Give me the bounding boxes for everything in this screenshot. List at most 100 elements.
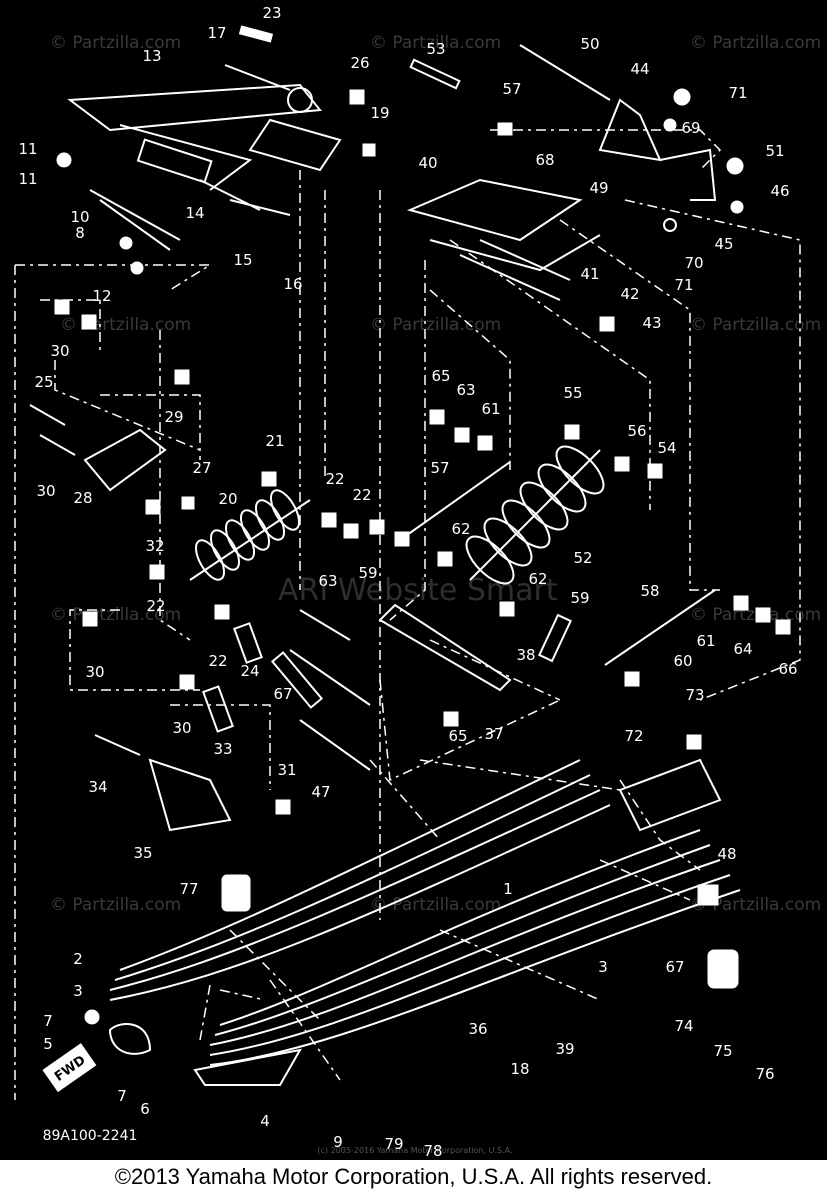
callout-number: 37 [484, 725, 503, 743]
callout-number: 72 [624, 727, 643, 745]
callout-number: 19 [370, 104, 389, 122]
callout-number: 21 [265, 432, 284, 450]
callout-number: 64 [733, 640, 752, 658]
callout-number: 24 [240, 662, 259, 680]
callout-number: 43 [642, 314, 661, 332]
callout-number: 56 [627, 422, 646, 440]
parts-layer: FWD 89A100-2241 [29, 25, 791, 1144]
callout-number: 30 [36, 482, 55, 500]
callout-number: 7 [117, 1087, 127, 1105]
callout-number: 7 [43, 1012, 53, 1030]
callout-number: 14 [185, 204, 204, 222]
callout-number: 30 [50, 342, 69, 360]
callout-number: 62 [451, 520, 470, 538]
callout-number: 59 [358, 564, 377, 582]
callout-number: 44 [630, 60, 649, 78]
callout-number: 62 [528, 570, 547, 588]
callout-number: 22 [208, 652, 227, 670]
callout-number: 77 [179, 880, 198, 898]
callout-number: 57 [430, 459, 449, 477]
watermark: © Partzilla.com [370, 33, 501, 53]
callout-number: 71 [674, 276, 693, 294]
callout-number: 23 [262, 4, 281, 22]
callout-number: 48 [717, 845, 736, 863]
copyright-footer: ©2013 Yamaha Motor Corporation, U.S.A. A… [0, 1160, 827, 1194]
callout-number: 12 [92, 287, 111, 305]
callout-number: 22 [325, 470, 344, 488]
callout-number: 52 [573, 549, 592, 567]
callout-number: 63 [318, 572, 337, 590]
callout-number: 6 [140, 1100, 150, 1118]
callout-number: 33 [213, 740, 232, 758]
callout-number: 8 [75, 224, 85, 242]
callout-number: 47 [311, 783, 330, 801]
callout-number: 65 [448, 727, 467, 745]
callout-number: 71 [728, 84, 747, 102]
callout-number: 5 [43, 1035, 53, 1053]
callout-number: 1 [503, 880, 513, 898]
callout-number: 39 [555, 1040, 574, 1058]
callout-number: 45 [714, 235, 733, 253]
callout-number: 66 [778, 660, 797, 678]
callout-number: 2 [73, 950, 83, 968]
callout-number: 20 [218, 490, 237, 508]
callout-number: 35 [133, 844, 152, 862]
callout-number: 41 [580, 265, 599, 283]
callout-number: 68 [535, 151, 554, 169]
callout-number: 59 [570, 589, 589, 607]
callout-number: 18 [510, 1060, 529, 1078]
callout-number: 3 [73, 982, 83, 1000]
callout-number: 31 [277, 761, 296, 779]
callout-number: 3 [598, 958, 608, 976]
callout-number: 10 [70, 208, 89, 226]
watermark-small-copyright: (c) 2005-2016 Yamaha Motor Corporation, … [317, 1146, 512, 1155]
callout-number: 60 [673, 652, 692, 670]
callout-number: 69 [681, 119, 700, 137]
diagram-code: 89A100-2241 [43, 1128, 138, 1144]
callout-number: 76 [755, 1065, 774, 1083]
callout-number: 29 [164, 408, 183, 426]
watermark: © Partzilla.com [60, 315, 191, 335]
leaf-springs [109, 759, 741, 1066]
callout-number: 61 [696, 632, 715, 650]
callout-number: 25 [34, 373, 53, 391]
callout-number: 51 [765, 142, 784, 160]
rear-shock-spring [465, 445, 605, 585]
callout-number: 55 [563, 384, 582, 402]
callout-number: 30 [172, 719, 191, 737]
callout-number: 63 [456, 381, 475, 399]
callout-number: 11 [18, 140, 37, 158]
parts-diagram: © Partzilla.com © Partzilla.com © Partzi… [0, 0, 827, 1160]
callout-number: 79 [384, 1135, 403, 1153]
callout-number: 57 [502, 80, 521, 98]
callout-number: 4 [260, 1112, 270, 1130]
callout-number: 17 [207, 24, 226, 42]
watermark: © Partzilla.com [370, 315, 501, 335]
callout-number: 78 [423, 1142, 442, 1160]
callout-number: 50 [580, 35, 599, 53]
watermark: © Partzilla.com [50, 895, 181, 915]
callout-number: 42 [620, 285, 639, 303]
callout-number: 65 [431, 367, 450, 385]
callout-number: 40 [418, 154, 437, 172]
callout-number: 36 [468, 1020, 487, 1038]
callout-number: 15 [233, 251, 252, 269]
callout-number: 13 [142, 47, 161, 65]
callout-number: 53 [426, 40, 445, 58]
callout-number: 74 [674, 1017, 693, 1035]
front-shock-spring [195, 489, 300, 581]
watermark: © Partzilla.com [50, 33, 181, 53]
callout-number: 73 [685, 686, 704, 704]
callout-number: 49 [589, 179, 608, 197]
callout-number: 27 [192, 459, 211, 477]
callout-layer: 1233456778910111112131415161718192021222… [18, 4, 797, 1160]
callout-number: 67 [665, 958, 684, 976]
callout-number: 67 [273, 685, 292, 703]
callout-number: 32 [145, 537, 164, 555]
callout-number: 75 [713, 1042, 732, 1060]
callout-number: 26 [350, 54, 369, 72]
callout-number: 38 [516, 646, 535, 664]
watermark: © Partzilla.com [690, 33, 821, 53]
watermark: © Partzilla.com [690, 895, 821, 915]
callout-number: 54 [657, 439, 676, 457]
